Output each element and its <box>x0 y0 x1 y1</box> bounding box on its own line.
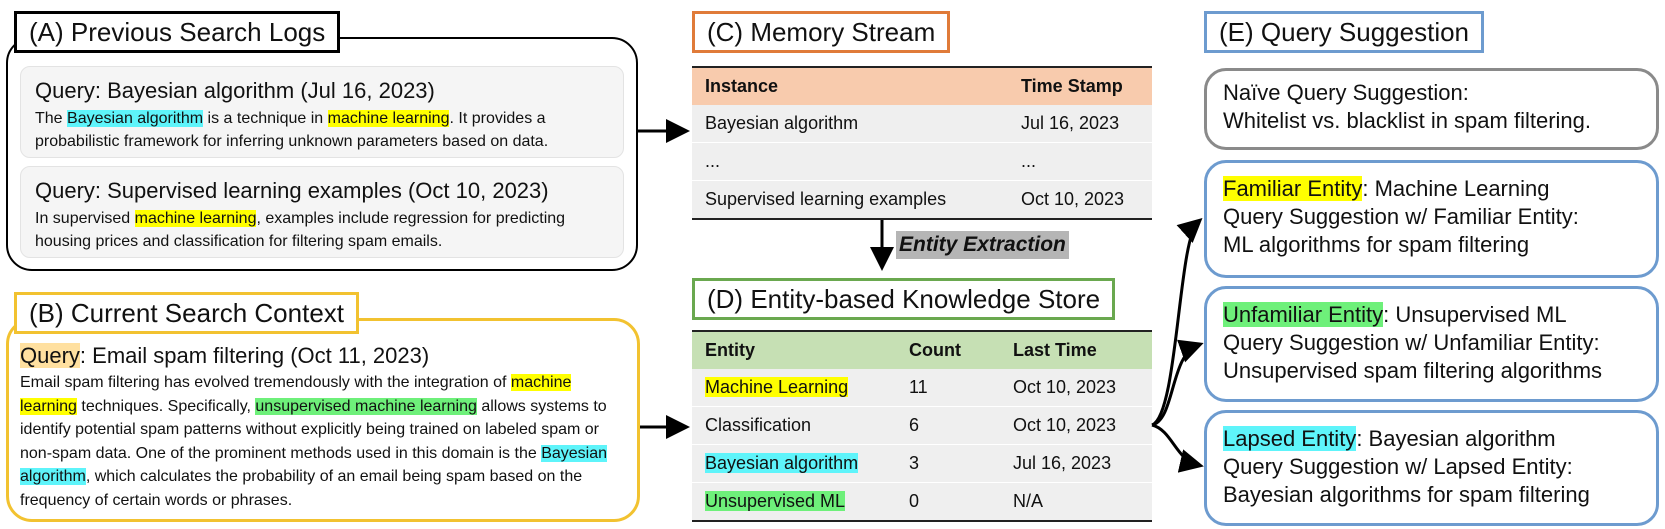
table-cell: Jul 16, 2023 <box>1000 444 1152 483</box>
table-row: Supervised learning examples Oct 10, 202… <box>692 180 1152 220</box>
table-cell: Bayesian algorithm <box>692 105 1008 143</box>
column-header: Last Time <box>1013 340 1097 360</box>
panel-b-title: (B) Current Search Context <box>14 292 360 334</box>
familiar-entity-line: Familiar Entity: Machine Learning <box>1223 176 1550 201</box>
column-header: Time Stamp <box>1021 76 1123 96</box>
table-cell: Unsupervised ML <box>692 482 896 522</box>
unfamiliar-entity-card: Unfamiliar Entity: Unsupervised ML Query… <box>1204 286 1659 402</box>
table-cell: 6 <box>896 406 1000 445</box>
arrow-d-to-familiar <box>1151 217 1203 427</box>
table-row: Unsupervised ML 0 N/A <box>692 482 1152 522</box>
lapsed-suggestion-text: Bayesian algorithms for spam filtering <box>1223 482 1590 507</box>
table-cell: 3 <box>896 444 1000 483</box>
table-cell: Oct 10, 2023 <box>1000 406 1152 445</box>
entity-highlight: Bayesian algorithm <box>705 453 859 473</box>
table-cell: Supervised learning examples <box>692 180 1008 220</box>
table-header-row: Instance Time Stamp <box>692 67 1152 105</box>
entity-highlight: machine learning <box>134 210 257 227</box>
log-query-1: Query: Bayesian algorithm (Jul 16, 2023) <box>35 78 435 103</box>
familiar-entity-label: Familiar Entity <box>1223 176 1363 201</box>
lapsed-entity-label: Lapsed Entity <box>1223 426 1357 451</box>
log-query-2: Query: Supervised learning examples (Oct… <box>35 178 549 203</box>
entity-highlight: Bayesian algorithm <box>67 110 204 127</box>
panel-d-title: (D) Entity-based Knowledge Store <box>692 278 1116 320</box>
lapsed-suggestion-label: Query Suggestion w/ Lapsed Entity: <box>1223 454 1573 479</box>
familiar-suggestion-label: Query Suggestion w/ Familiar Entity: <box>1223 204 1579 229</box>
table-cell: 11 <box>896 369 1000 407</box>
table-row: Bayesian algorithm Jul 16, 2023 <box>692 105 1152 143</box>
memory-stream-table: Instance Time Stamp Bayesian algorithm J… <box>692 66 1152 220</box>
naive-suggestion-text: Whitelist vs. blacklist in spam filterin… <box>1223 108 1591 133</box>
panel-c-title: (C) Memory Stream <box>692 11 951 53</box>
table-cell: Bayesian algorithm <box>692 444 896 483</box>
entity-highlight: machine learning <box>327 110 450 127</box>
table-cell: Machine Learning <box>692 369 896 407</box>
table-row: Bayesian algorithm 3 Jul 16, 2023 <box>692 444 1152 483</box>
entity-highlight: Unsupervised ML <box>705 491 846 511</box>
table-row: Machine Learning 11 Oct 10, 2023 <box>692 369 1152 407</box>
log-card-1: Query: Bayesian algorithm (Jul 16, 2023)… <box>20 66 624 158</box>
arrow-d-to-unfamiliar <box>1151 339 1204 427</box>
panel-a-title: (A) Previous Search Logs <box>14 11 341 53</box>
unfamiliar-entity-line: Unfamiliar Entity: Unsupervised ML <box>1223 302 1567 327</box>
table-cell: Oct 10, 2023 <box>1000 369 1152 407</box>
entity-highlight: Machine Learning <box>705 377 849 397</box>
naive-suggestion-label: Naïve Query Suggestion: <box>1223 80 1469 105</box>
column-header: Entity <box>705 340 756 360</box>
table-row: ... ... <box>692 142 1152 181</box>
table-row: Classification 6 Oct 10, 2023 <box>692 406 1152 445</box>
table-cell: ... <box>692 142 1008 181</box>
column-header: Instance <box>705 76 779 96</box>
arrow-d-to-lapsed <box>1151 423 1204 473</box>
table-cell: 0 <box>896 482 1000 522</box>
log-snippet-2: In supervised machine learning, examples… <box>35 210 566 250</box>
table-header-row: Entity Count Last Time <box>692 331 1152 369</box>
entity-highlight: unsupervised machine learning <box>255 397 477 415</box>
panel-e-title: (E) Query Suggestion <box>1204 11 1485 53</box>
current-context-text: Email spam filtering has evolved tremend… <box>20 374 608 509</box>
table-cell: Oct 10, 2023 <box>1008 180 1152 220</box>
log-snippet-1: The Bayesian algorithm is a technique in… <box>35 110 549 150</box>
table-cell: N/A <box>1000 482 1152 522</box>
naive-suggestion-card: Naïve Query Suggestion: Whitelist vs. bl… <box>1204 68 1659 150</box>
unfamiliar-entity-label: Unfamiliar Entity <box>1223 302 1384 327</box>
knowledge-store-table: Entity Count Last Time Machine Learning … <box>692 330 1152 522</box>
unfamiliar-suggestion-label: Query Suggestion w/ Unfamiliar Entity: <box>1223 330 1600 355</box>
table-cell: Jul 16, 2023 <box>1008 105 1152 143</box>
log-card-2: Query: Supervised learning examples (Oct… <box>20 166 624 258</box>
familiar-entity-card: Familiar Entity: Machine Learning Query … <box>1204 160 1659 278</box>
unfamiliar-suggestion-text: Unsupervised spam filtering algorithms <box>1223 358 1603 383</box>
current-query: Query: Email spam filtering (Oct 11, 202… <box>20 343 430 368</box>
table-cell: Classification <box>692 406 896 445</box>
lapsed-entity-line: Lapsed Entity: Bayesian algorithm <box>1223 426 1556 451</box>
entity-extraction-label: Entity Extraction <box>896 231 1069 259</box>
lapsed-entity-card: Lapsed Entity: Bayesian algorithm Query … <box>1204 410 1659 526</box>
table-cell: ... <box>1008 142 1152 181</box>
column-header: Count <box>909 340 961 360</box>
familiar-suggestion-text: ML algorithms for spam filtering <box>1223 232 1530 257</box>
